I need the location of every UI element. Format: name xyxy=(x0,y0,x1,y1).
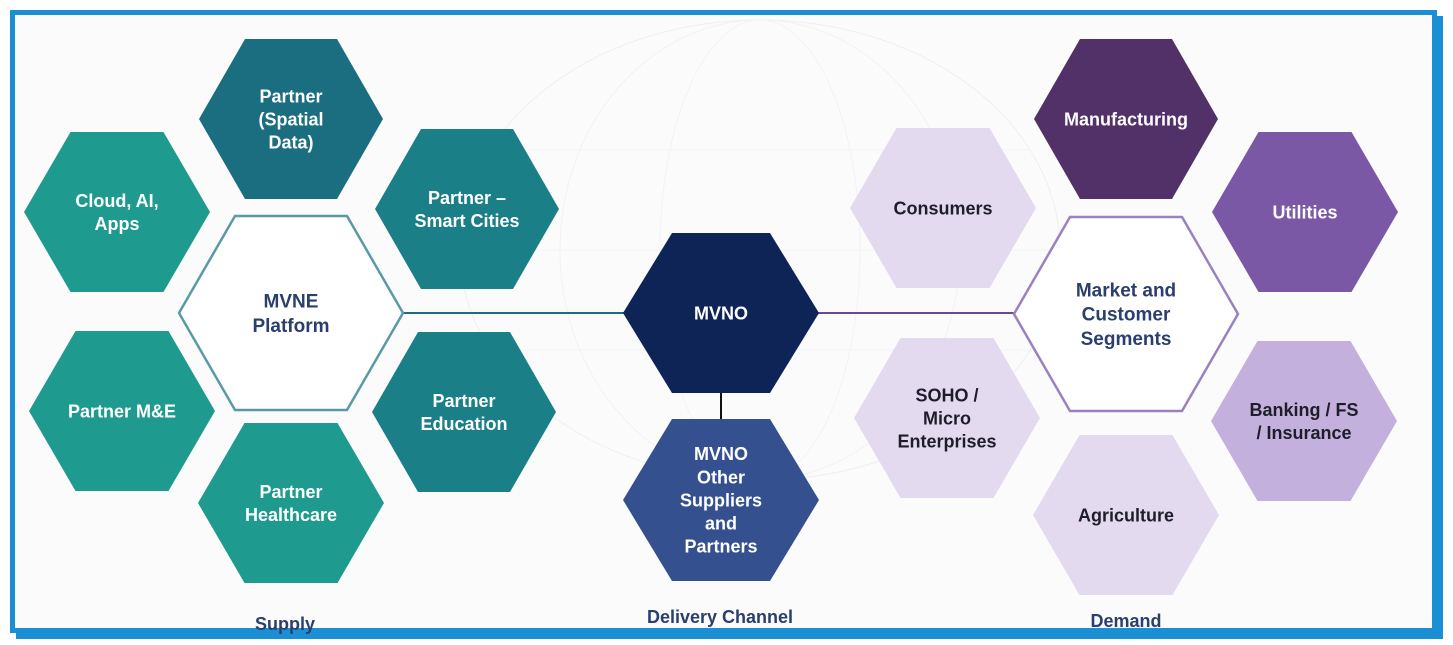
label-line: Micro xyxy=(923,408,971,428)
label-line: Partner xyxy=(259,482,322,502)
demand-section-label: Demand xyxy=(1090,611,1161,631)
label-line: MVNO xyxy=(694,444,748,464)
label-line: Partner – xyxy=(428,188,506,208)
banking-fs-insurance-hexagon xyxy=(1211,341,1397,501)
utilities-hexagon xyxy=(1212,132,1398,292)
label-line: Manufacturing xyxy=(1064,109,1188,129)
label-line: Enterprises xyxy=(897,431,996,451)
label-line: SOHO / xyxy=(915,385,978,405)
label-line: Partner M&E xyxy=(68,401,176,421)
cloud-ai-apps-label: Cloud, AI, Apps xyxy=(75,191,158,234)
manufacturing-hexagon xyxy=(1034,39,1218,199)
mvne-platform-hexagon xyxy=(177,214,405,412)
label-line: Data) xyxy=(268,132,313,152)
market-segments-hexagon xyxy=(1012,215,1240,413)
consumers-label: Consumers xyxy=(893,198,992,218)
mvno-hexagon xyxy=(623,233,819,393)
mvne-platform-label: MVNE Platform xyxy=(252,291,329,336)
label-line: Banking / FS xyxy=(1249,400,1358,420)
agriculture-label: Agriculture xyxy=(1078,505,1174,525)
label-line: Market and xyxy=(1076,280,1176,301)
banking-fs-insurance-label: Banking / FS / Insurance xyxy=(1249,400,1358,443)
agriculture-hexagon xyxy=(1033,435,1219,595)
partner-smart-cities-label: Partner – Smart Cities xyxy=(414,188,519,231)
label-line: Agriculture xyxy=(1078,505,1174,525)
utilities-label: Utilities xyxy=(1272,202,1337,222)
partner-smart-cities-hexagon xyxy=(375,129,559,289)
label-line: Segments xyxy=(1081,329,1172,350)
label-line: Consumers xyxy=(893,198,992,218)
label-line: Utilities xyxy=(1272,202,1337,222)
partner-me-label: Partner M&E xyxy=(68,401,176,421)
soho-micro-enterprises-hexagon xyxy=(854,338,1040,498)
mvno-other-suppliers-hexagon xyxy=(623,419,819,581)
label-line: Customer xyxy=(1082,305,1171,326)
label-line: and xyxy=(705,513,737,533)
manufacturing-label: Manufacturing xyxy=(1064,109,1188,129)
mvno-label: MVNO xyxy=(694,303,748,323)
label-line: Suppliers xyxy=(680,490,762,510)
label-line: Education xyxy=(420,414,507,434)
consumers-hexagon xyxy=(850,128,1036,288)
label-line: (Spatial xyxy=(258,109,323,129)
label-line: Other xyxy=(697,467,745,487)
label-line: Cloud, AI, xyxy=(75,191,158,211)
label-line: Apps xyxy=(95,214,140,234)
label-line: MVNE xyxy=(264,291,319,312)
label-line: Partner xyxy=(259,86,322,106)
label-line: Healthcare xyxy=(245,505,337,525)
label-line: Platform xyxy=(252,316,329,337)
label-line: Smart Cities xyxy=(414,211,519,231)
partner-education-hexagon xyxy=(372,332,556,492)
label-line: MVNO xyxy=(694,303,748,323)
label-line: / Insurance xyxy=(1256,423,1351,443)
supply-section-label: Supply xyxy=(255,614,315,634)
delivery-channel-section-label: Delivery Channel xyxy=(647,607,793,627)
label-line: Partners xyxy=(684,536,757,556)
label-line: Partner xyxy=(432,391,495,411)
partner-spatial-data-hexagon xyxy=(199,39,383,199)
partner-healthcare-hexagon xyxy=(198,423,384,583)
cloud-ai-apps-hexagon xyxy=(24,132,210,292)
partner-me-hexagon xyxy=(29,331,215,491)
